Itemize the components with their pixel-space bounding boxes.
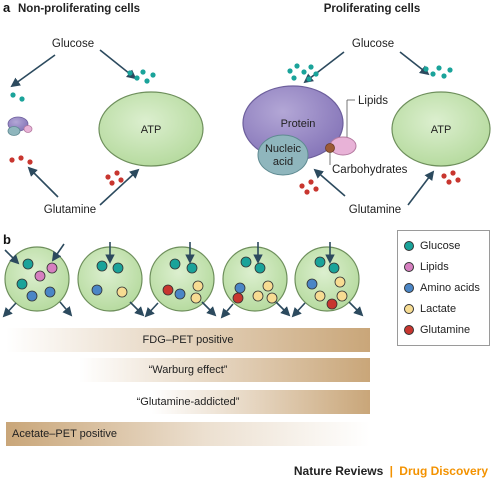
legend-label-lipids: Lipids: [420, 261, 449, 273]
cell-4: [220, 242, 291, 319]
nucleic-acid-label-line2: acid: [273, 156, 293, 168]
np-glutamine-arrow-right: [99, 168, 140, 206]
np-atp-cell: [98, 91, 204, 167]
bar-glutamine-addicted: “Glutamine-addicted”: [6, 390, 370, 414]
carbohydrates-label: Carbohydrates: [332, 164, 408, 176]
publisher-credit: Nature Reviews | Drug Discovery: [294, 464, 488, 478]
nucleic-acid-blob: [257, 134, 309, 176]
legend-item-lipids: Lipids: [404, 258, 449, 276]
legend-label-lactate: Lactate: [420, 303, 457, 315]
bar-fdg-pet-positive: FDG–PET positive: [6, 328, 370, 352]
publisher-name: Nature Reviews: [293, 464, 384, 478]
protein-label: Protein: [281, 118, 316, 130]
bar-label-fdg-pet-positive: FDG–PET positive: [142, 334, 234, 346]
nucleic-acid-label-line1: Nucleic: [265, 143, 302, 155]
p-glucose-arrow-right: [399, 51, 430, 76]
legend-swatch-amino-acids: [404, 283, 414, 293]
p-glutamine-arrow-left: [313, 168, 346, 197]
legend-item-glutamine: Glutamine: [404, 321, 470, 339]
legend-item-lactate: Lactate: [404, 300, 456, 318]
legend-item-amino-acids: Amino acids: [404, 279, 480, 297]
non-proliferating-title: Non-proliferating cells: [18, 3, 140, 15]
legend-label-amino-acids: Amino acids: [420, 282, 480, 294]
legend-label-glucose: Glucose: [420, 240, 461, 252]
bar-acetate-pet-positive: Acetate–PET positive: [6, 422, 370, 446]
legend-swatch-glucose: [404, 241, 414, 251]
np-glutamine-molecules: [9, 155, 124, 186]
np-glucose-arrow-left: [10, 54, 56, 88]
cell-2: [77, 242, 145, 317]
np-glutamine-arrow-left: [27, 166, 59, 198]
legend-item-glucose: Glucose: [404, 237, 460, 255]
p-glucose-label: Glucose: [352, 38, 394, 50]
p-atp-cell: [391, 91, 491, 167]
p-glucose-arrow-left: [303, 51, 345, 84]
p-glucose-molecules: [287, 63, 453, 82]
proliferating-title: Proliferating cells: [324, 3, 421, 15]
bar-label-warburg-effect: “Warburg effect”: [148, 364, 228, 376]
panel-a-label: a: [3, 0, 11, 15]
np-glucose-label: Glucose: [52, 38, 94, 50]
panel-b-label: b: [3, 232, 11, 247]
legend-swatch-lactate: [404, 304, 414, 314]
journal-name: Drug Discovery: [399, 464, 488, 478]
np-glucose-molecules: [10, 69, 156, 102]
bar-label-acetate-pet-positive: Acetate–PET positive: [12, 428, 117, 440]
p-glutamine-arrow-right: [407, 170, 435, 206]
p-atp-label: ATP: [431, 124, 452, 136]
lipids-label: Lipids: [358, 95, 388, 107]
np-biomass-cluster: [7, 116, 33, 136]
cell-1: [2, 243, 73, 318]
legend-swatch-lipids: [404, 262, 414, 272]
legend: Glucose Lipids Amino acids Lactate Gluta…: [397, 230, 490, 346]
legend-swatch-glutamine: [404, 325, 414, 335]
bar-warburg-effect: “Warburg effect”: [6, 358, 370, 382]
p-glutamine-molecules: [299, 170, 461, 195]
credit-separator: |: [389, 464, 393, 478]
cell-5: [291, 242, 364, 318]
p-glutamine-label: Glutamine: [349, 204, 401, 216]
np-atp-label: ATP: [141, 124, 162, 136]
np-glutamine-label: Glutamine: [44, 204, 96, 216]
legend-label-glutamine: Glutamine: [420, 324, 471, 336]
bar-label-glutamine-addicted: “Glutamine-addicted”: [136, 396, 240, 408]
cell-3: [144, 242, 217, 318]
carbohydrate-granule: [325, 143, 335, 153]
